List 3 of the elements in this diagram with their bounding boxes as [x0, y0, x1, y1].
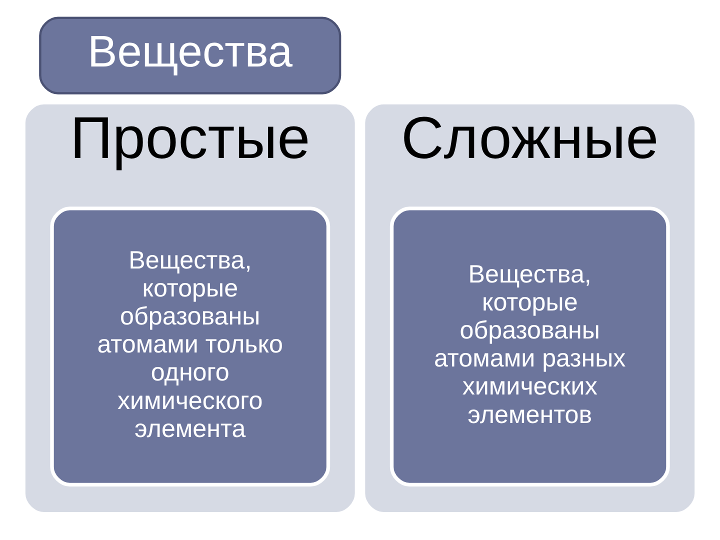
- node-box: Вещества, которые образованы атомами только одного химического элемента: [50, 206, 330, 486]
- node-box: Вещества: [39, 16, 342, 94]
- node-box: Вещества, которые образованы атомами разных химических элементов: [390, 206, 670, 486]
